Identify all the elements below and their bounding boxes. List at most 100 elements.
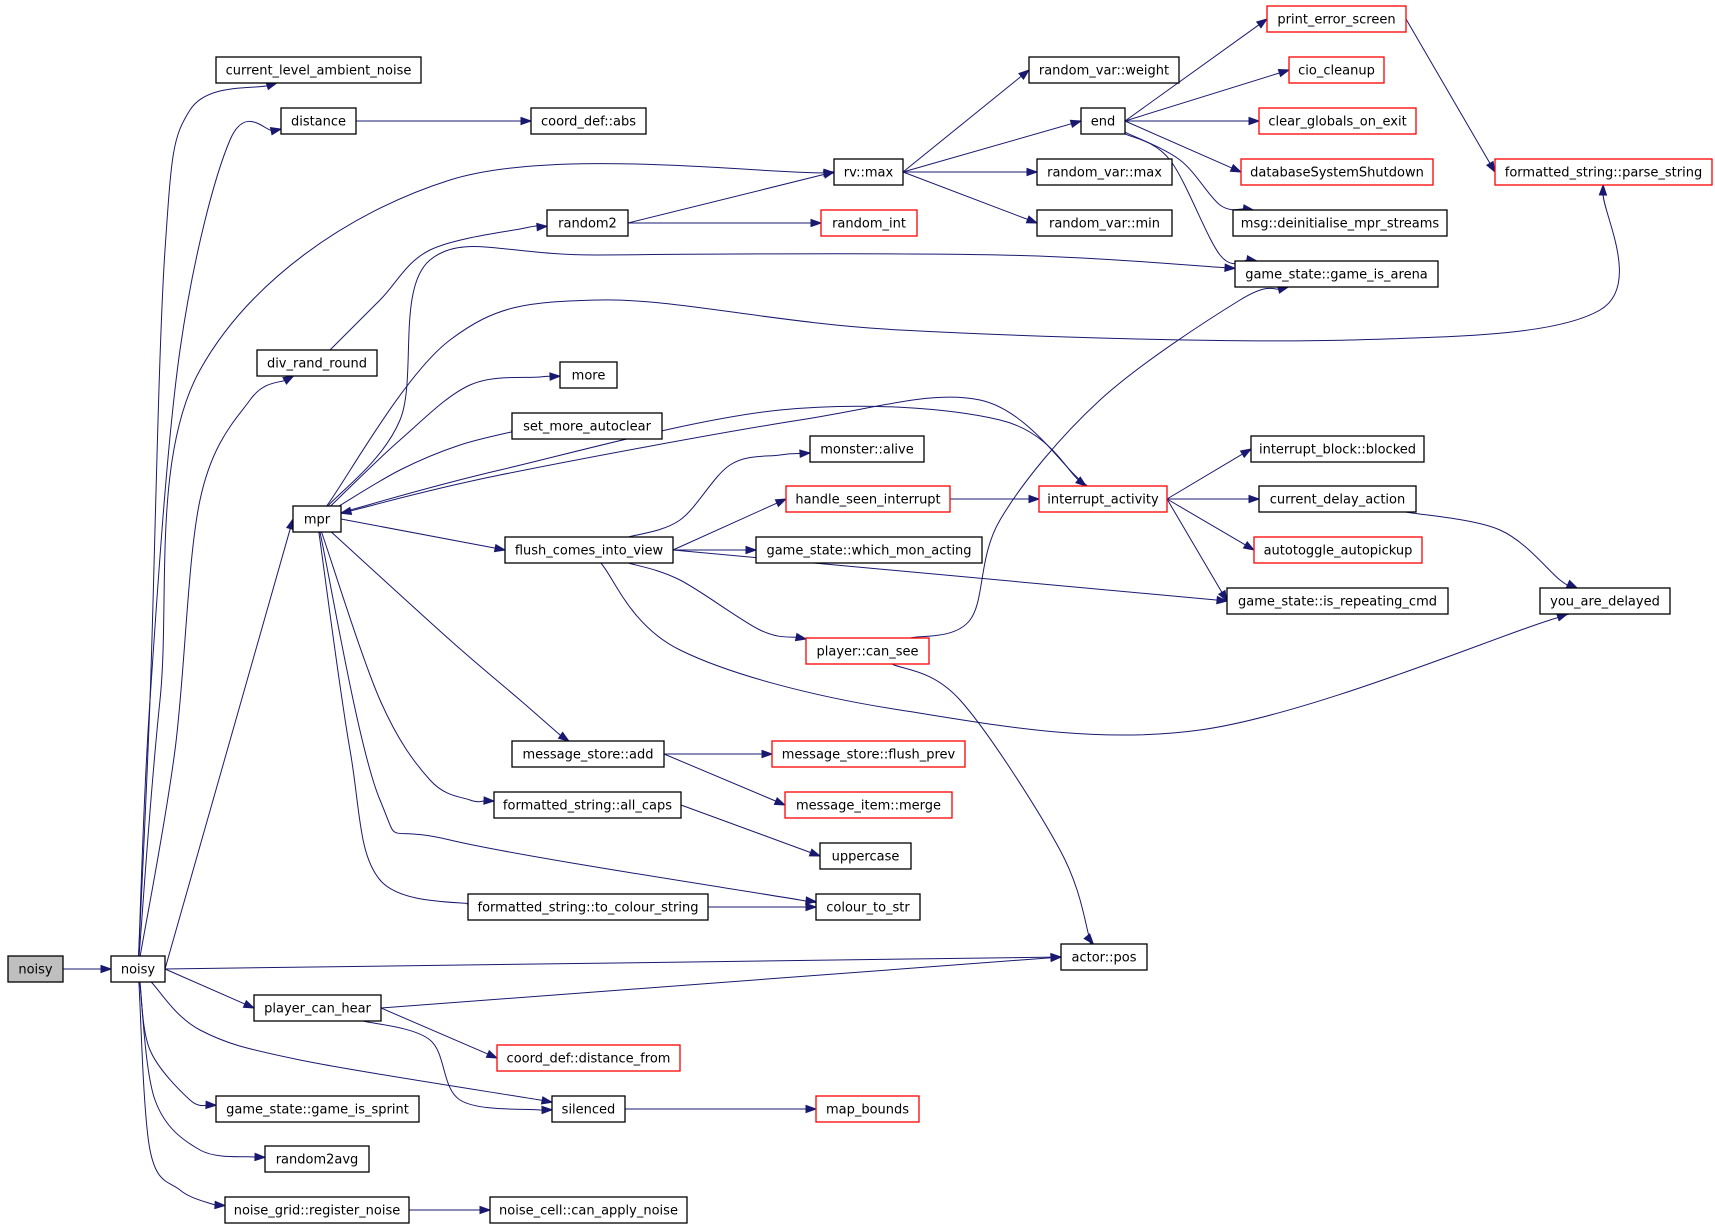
node-all-caps[interactable]: formatted_string::all_caps [493, 791, 682, 819]
node-handle-seen-interrupt[interactable]: handle_seen_interrupt [785, 485, 951, 513]
arrowhead-rv_max-to-random_var_weight [1018, 69, 1031, 80]
node-label: monster::alive [820, 443, 913, 458]
edge-interrupt_activity-to-autotoggle_autopickup [1166, 498, 1248, 547]
node-coord-def-abs[interactable]: coord_def::abs [530, 107, 647, 135]
edge-end-to-game_is_arena [1124, 133, 1249, 265]
arrowhead-distance-to-coord_def_abs [520, 116, 533, 126]
node-distance[interactable]: distance [280, 107, 357, 135]
node-random-var-min[interactable]: random_var::min [1036, 209, 1173, 237]
arrowhead-message_store_add-to-message_item_merge [773, 796, 787, 806]
node-print-error-screen[interactable]: print_error_screen [1266, 5, 1407, 33]
node-mpr[interactable]: mpr [292, 505, 342, 533]
node-monster-alive[interactable]: monster::alive [809, 435, 925, 463]
arrowhead-flush_comes_into_view-to-monster_alive [799, 449, 812, 458]
node-end[interactable]: end [1080, 107, 1126, 135]
node-uppercase[interactable]: uppercase [819, 842, 912, 870]
node-message-store-flush-prev[interactable]: message_store::flush_prev [771, 740, 966, 768]
node-box [292, 505, 342, 533]
edge-flush_comes_into_view-to-monster_alive [628, 452, 803, 538]
node-box [467, 893, 709, 921]
node-label: coord_def::distance_from [507, 1052, 671, 1067]
node-label: random_var::weight [1039, 64, 1169, 79]
arrowhead-end-to-databaseSystemShutdown [1229, 163, 1243, 173]
node-you-are-delayed[interactable]: you_are_delayed [1539, 587, 1671, 615]
arrowhead-noisy-to-random2avg [254, 1152, 267, 1162]
arrowhead-noisy_root-to-noisy [100, 964, 113, 974]
node-label: you_are_delayed [1550, 595, 1660, 610]
edge-mpr-to-more [330, 375, 553, 507]
node-interrupt-block-blocked[interactable]: interrupt_block::blocked [1250, 435, 1425, 463]
node-to-colour-string[interactable]: formatted_string::to_colour_string [467, 893, 709, 921]
node-player-can-see[interactable]: player::can_see [805, 637, 930, 665]
node-message-item-merge[interactable]: message_item::merge [784, 791, 953, 819]
node-colour-to-str[interactable]: colour_to_str [815, 893, 921, 921]
node-label: formatted_string::parse_string [1505, 166, 1702, 181]
node-more[interactable]: more [559, 361, 618, 389]
node-cio-cleanup[interactable]: cio_cleanup [1288, 56, 1385, 84]
node-game-is-arena[interactable]: game_state::game_is_arena [1234, 260, 1439, 288]
arrowhead-interrupt_activity-to-interrupt_block_blocked [1239, 448, 1253, 459]
node-silenced[interactable]: silenced [551, 1095, 626, 1123]
node-set-more-autoclear[interactable]: set_more_autoclear [511, 412, 663, 440]
arrowhead-random2-to-rv_max [822, 170, 836, 179]
node-label: interrupt_block::blocked [1259, 443, 1416, 458]
arrowhead-handle_seen_interrupt-to-interrupt_activity [1028, 494, 1041, 504]
arrowhead-noisy-to-distance [269, 127, 283, 136]
node-random2[interactable]: random2 [546, 209, 629, 237]
arrowhead-end-to-print_error_screen [1255, 18, 1269, 29]
node-autotoggle-autopickup[interactable]: autotoggle_autopickup [1253, 536, 1423, 564]
arrowhead-rv_max-to-end [1069, 119, 1083, 129]
node-rv-max[interactable]: rv::max [833, 158, 904, 186]
node-box [493, 791, 682, 819]
node-random-var-max[interactable]: random_var::max [1036, 158, 1173, 186]
arrowhead-print_error_screen-to-parse_string [1485, 160, 1496, 174]
node-parse-string[interactable]: formatted_string::parse_string [1494, 158, 1713, 186]
arrowhead-current_delay_action-to-you_are_delayed [1565, 579, 1579, 589]
arrowhead-noisy-to-game_is_sprint [205, 1100, 218, 1110]
arrowhead-end-to-clear_globals_on_exit [1248, 116, 1261, 126]
node-box [805, 637, 930, 665]
node-noisy-root[interactable]: noisy [7, 955, 64, 983]
node-div-rand-round[interactable]: div_rand_round [256, 349, 378, 377]
node-box [224, 1196, 410, 1224]
node-random2avg[interactable]: random2avg [264, 1145, 370, 1173]
node-label: noisy [121, 963, 156, 978]
node-distance-from[interactable]: coord_def::distance_from [496, 1044, 681, 1072]
node-msg-deinitialise[interactable]: msg::deinitialise_mpr_streams [1232, 209, 1448, 237]
node-can-apply-noise[interactable]: noise_cell::can_apply_noise [489, 1196, 688, 1224]
node-label: mpr [304, 513, 331, 528]
node-message-store-add[interactable]: message_store::add [511, 740, 665, 768]
node-databaseSystemShutdown[interactable]: databaseSystemShutdown [1240, 158, 1434, 186]
node-noisy[interactable]: noisy [110, 955, 166, 983]
node-random-int[interactable]: random_int [820, 209, 918, 237]
arrowhead-noisy-to-div_rand_round [282, 375, 295, 385]
node-game-is-sprint[interactable]: game_state::game_is_sprint [215, 1095, 420, 1123]
node-flush-comes-into-view[interactable]: flush_comes_into_view [504, 536, 674, 564]
edge-end-to-cio_cleanup [1124, 71, 1282, 122]
node-random-var-weight[interactable]: random_var::weight [1028, 56, 1180, 84]
node-box [1539, 587, 1671, 615]
arrowhead-mpr-to-message_store_add [557, 731, 571, 742]
node-label: noisy [18, 963, 53, 978]
node-box [511, 740, 665, 768]
node-current-level-ambient-noise[interactable]: current_level_ambient_noise [215, 56, 422, 84]
node-box [1036, 209, 1173, 237]
node-label: player_can_hear [264, 1002, 371, 1017]
arrowhead-noisy-to-silenced [540, 1096, 554, 1105]
node-clear-globals-on-exit[interactable]: clear_globals_on_exit [1258, 107, 1417, 135]
node-register-noise[interactable]: noise_grid::register_noise [224, 1196, 410, 1224]
node-player-can-hear[interactable]: player_can_hear [253, 994, 382, 1022]
node-current-delay-action[interactable]: current_delay_action [1258, 485, 1417, 513]
node-actor-pos[interactable]: actor::pos [1060, 943, 1148, 971]
arrowhead-mpr-to-game_is_arena [1224, 263, 1237, 272]
edge-player_can_see-to-game_is_arena [910, 287, 1281, 639]
node-box [1226, 587, 1449, 615]
node-label: current_delay_action [1270, 493, 1405, 508]
edge-mpr-to-colour_to_str [319, 531, 829, 906]
node-interrupt-activity[interactable]: interrupt_activity [1038, 485, 1168, 513]
node-map-bounds[interactable]: map_bounds [815, 1095, 920, 1123]
node-is-repeating-cmd[interactable]: game_state::is_repeating_cmd [1226, 587, 1449, 615]
arrowhead-player_can_hear-to-silenced [541, 1105, 554, 1115]
node-which-mon-acting[interactable]: game_state::which_mon_acting [755, 536, 983, 564]
node-box [546, 209, 629, 237]
